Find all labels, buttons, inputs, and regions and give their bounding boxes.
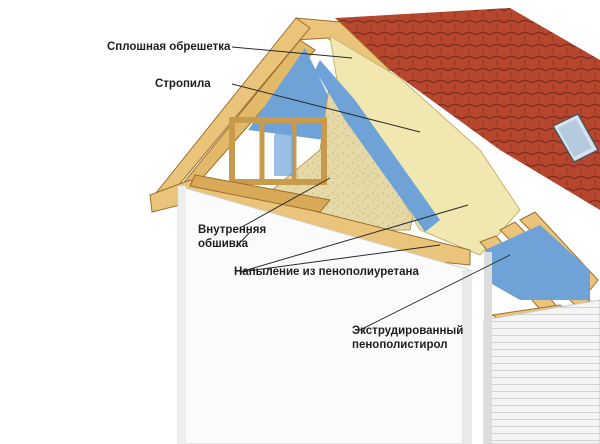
- label-inner-lining-line1: Внутренняя: [198, 224, 267, 236]
- label-rafters: Стропила: [155, 77, 211, 91]
- label-xps-line1: Экструдированный: [352, 325, 464, 337]
- label-inner-lining: Внутренняя обшивка: [198, 223, 266, 251]
- label-inner-lining-line2: обшивка: [198, 238, 249, 250]
- label-pu-foam: Напыление из пенополиуретана: [234, 265, 419, 279]
- roof-tiles: [335, 8, 600, 210]
- label-sheathing: Сплошная обрешетка: [107, 40, 230, 54]
- label-sheathing-text: Сплошная обрешетка: [107, 41, 231, 53]
- label-pu-foam-text: Напыление из пенополиуретана: [234, 266, 419, 278]
- label-xps: Экструдированный пенополистирол: [352, 324, 463, 352]
- slope-xps: [315, 60, 440, 232]
- label-xps-line2: пенополистирол: [352, 339, 448, 351]
- dormer-frame: [229, 117, 327, 185]
- right-gable-xps: [485, 225, 590, 300]
- leader-lines: [231, 46, 511, 331]
- right-wall-siding: [483, 299, 600, 444]
- label-rafters-text: Стропила: [155, 78, 211, 90]
